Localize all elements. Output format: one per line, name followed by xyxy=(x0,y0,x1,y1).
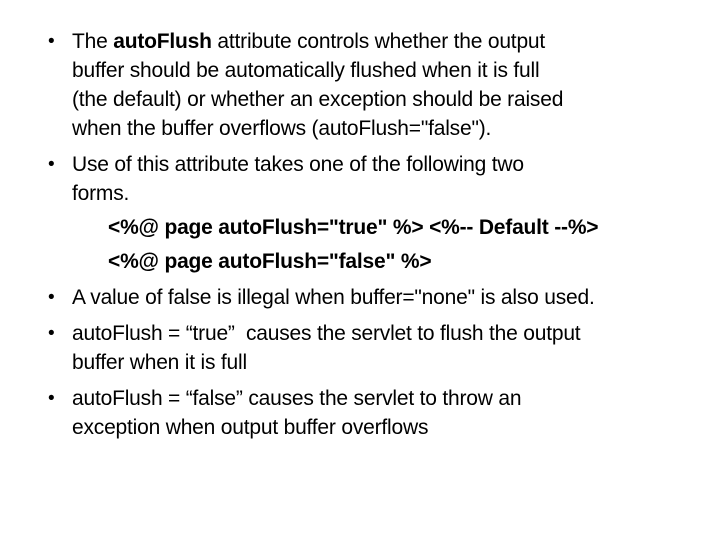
code-line-autoflush-true: <%@ page autoFlush="true" %> <%-- Defaul… xyxy=(108,216,599,239)
text-line: buffer should be automatically flushed w… xyxy=(72,59,540,82)
bullet-item-false-behavior: • autoFlush = “false” causes the servlet… xyxy=(48,384,712,442)
bullet-marker: • xyxy=(48,287,55,308)
bullet-item-autoflush-intro: • The autoFlush attribute controls wheth… xyxy=(48,27,712,143)
text-line: The autoFlush attribute controls whether… xyxy=(72,27,712,56)
text-line: Use of this attribute takes one of the f… xyxy=(72,153,524,176)
text-segment: The xyxy=(72,30,114,53)
bullet-marker: • xyxy=(48,31,55,52)
bullet-marker: • xyxy=(48,388,55,409)
text-line: autoFlush = “true” causes the servlet to… xyxy=(72,322,581,345)
bullet-text-block: A value of false is illegal when buffer=… xyxy=(72,283,712,312)
text-line: forms. xyxy=(72,182,130,205)
bullet-text-block: Use of this attribute takes one of the f… xyxy=(72,150,712,276)
bullet-text-block: autoFlush = “true” causes the servlet to… xyxy=(72,319,712,377)
bullet-item-usage-forms: • Use of this attribute takes one of the… xyxy=(48,150,712,276)
bullet-item-true-behavior: • autoFlush = “true” causes the servlet … xyxy=(48,319,712,377)
emphasized-text: autoFlush xyxy=(113,30,212,53)
text-line: A value of false is illegal when buffer=… xyxy=(72,286,595,309)
text-line: autoFlush = “false” causes the servlet t… xyxy=(72,387,522,410)
bullet-text-block: autoFlush = “false” causes the servlet t… xyxy=(72,384,712,442)
code-line-autoflush-false: <%@ page autoFlush="false" %> xyxy=(108,250,432,273)
text-segment: attribute controls whether the output xyxy=(211,30,546,53)
bullet-marker: • xyxy=(48,323,55,344)
text-line: when the buffer overflows (autoFlush="fa… xyxy=(72,117,492,140)
bullet-marker: • xyxy=(48,154,55,175)
bullet-text-block: The autoFlush attribute controls whether… xyxy=(72,27,712,143)
text-line: (the default) or whether an exception sh… xyxy=(72,88,564,111)
text-line: exception when output buffer overflows xyxy=(72,416,429,439)
bullet-item-false-illegal: • A value of false is illegal when buffe… xyxy=(48,283,712,312)
text-line: buffer when it is full xyxy=(72,351,247,374)
